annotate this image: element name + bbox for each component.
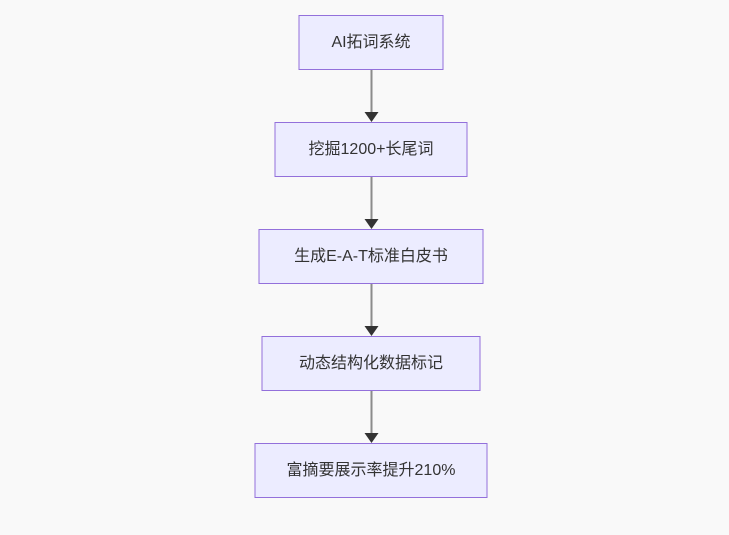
arrow-line bbox=[370, 284, 372, 326]
flow-arrow bbox=[364, 177, 378, 229]
flow-arrow bbox=[364, 391, 378, 443]
flowchart: AI拓词系统 挖掘1200+长尾词 生成E-A-T标准白皮书 动态结构化数据标记 bbox=[254, 15, 488, 498]
flow-node-longtail-mining: 挖掘1200+长尾词 bbox=[274, 122, 468, 177]
flow-node-eat-whitepaper: 生成E-A-T标准白皮书 bbox=[258, 229, 484, 284]
flow-node-rich-snippet-uplift: 富摘要展示率提升210% bbox=[254, 443, 488, 498]
flow-node-structured-data-markup: 动态结构化数据标记 bbox=[261, 336, 481, 391]
arrow-line bbox=[370, 70, 372, 112]
flow-node-label: AI拓词系统 bbox=[331, 34, 411, 51]
arrowhead-icon bbox=[364, 112, 378, 122]
arrow-line bbox=[370, 177, 372, 219]
arrow-line bbox=[370, 391, 372, 433]
flow-arrow bbox=[364, 70, 378, 122]
flow-node-label: 富摘要展示率提升210% bbox=[286, 462, 456, 479]
arrowhead-icon bbox=[364, 326, 378, 336]
arrowhead-icon bbox=[364, 433, 378, 443]
flow-arrow bbox=[364, 284, 378, 336]
flow-node-label: 生成E-A-T标准白皮书 bbox=[294, 248, 448, 265]
flow-node-label: 挖掘1200+长尾词 bbox=[308, 141, 434, 158]
arrowhead-icon bbox=[364, 219, 378, 229]
flow-node-label: 动态结构化数据标记 bbox=[298, 355, 443, 372]
flow-node-ai-word-expansion: AI拓词系统 bbox=[298, 15, 444, 70]
